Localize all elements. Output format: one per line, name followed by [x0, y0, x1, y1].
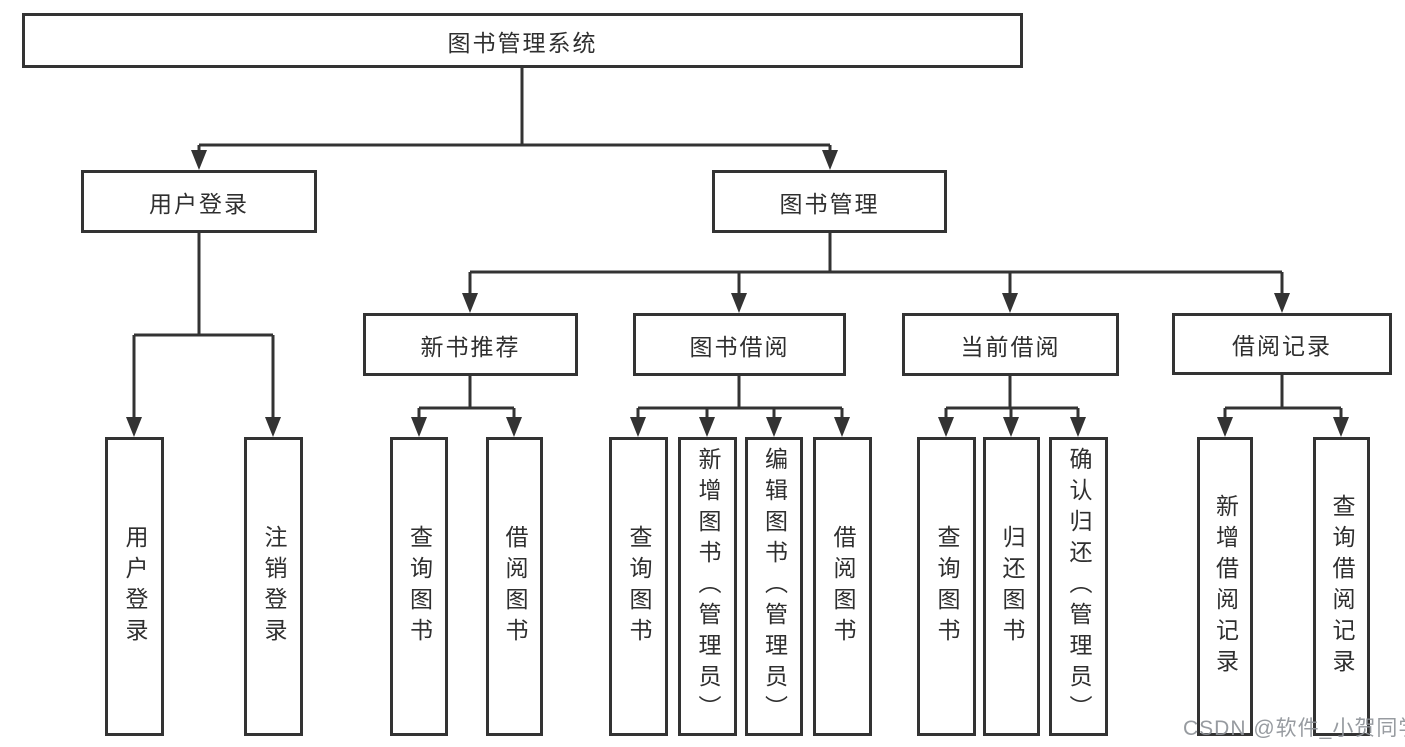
leaf-add-book-admin: 新增图书（管理员）: [678, 437, 737, 736]
connector-borrowing-records-to-leaves: [1217, 375, 1349, 437]
leaf-user-login: 用户登录: [105, 437, 164, 736]
node-library-management-system: 图书管理系统: [22, 13, 1023, 68]
connector-root-to-level2: [191, 68, 838, 170]
connector-book-borrowing-to-leaves: [630, 376, 850, 437]
leaf-query-borrow-record: 查询借阅记录: [1313, 437, 1370, 736]
leaf-borrow-book: 借阅图书: [813, 437, 872, 736]
connector-current-borrowing-to-leaves: [938, 376, 1086, 437]
leaf-add-borrow-record: 新增借阅记录: [1197, 437, 1253, 736]
leaf-borrow-book-recommend: 借阅图书: [486, 437, 543, 736]
node-new-book-recommendation: 新书推荐: [363, 313, 578, 376]
node-borrowing-records: 借阅记录: [1172, 313, 1392, 375]
node-book-management: 图书管理: [712, 170, 947, 233]
leaf-confirm-return-admin: 确认归还（管理员）: [1049, 437, 1108, 736]
csdn-watermark: CSDN @软件_小贺同学: [1183, 717, 1405, 740]
leaf-query-book-current: 查询图书: [917, 437, 976, 736]
leaf-query-book-borrowing: 查询图书: [609, 437, 668, 736]
node-book-borrowing: 图书借阅: [633, 313, 846, 376]
connector-new-book-to-leaves: [411, 376, 522, 437]
node-user-login: 用户登录: [81, 170, 317, 233]
leaf-query-book-recommend: 查询图书: [390, 437, 448, 736]
leaf-edit-book-admin: 编辑图书（管理员）: [745, 437, 803, 736]
leaf-logout: 注销登录: [244, 437, 303, 736]
node-current-borrowing: 当前借阅: [902, 313, 1119, 376]
connector-user-login-to-leaves: [126, 233, 281, 437]
connector-book-management-to-level3: [462, 233, 1290, 313]
leaf-return-book: 归还图书: [983, 437, 1040, 736]
